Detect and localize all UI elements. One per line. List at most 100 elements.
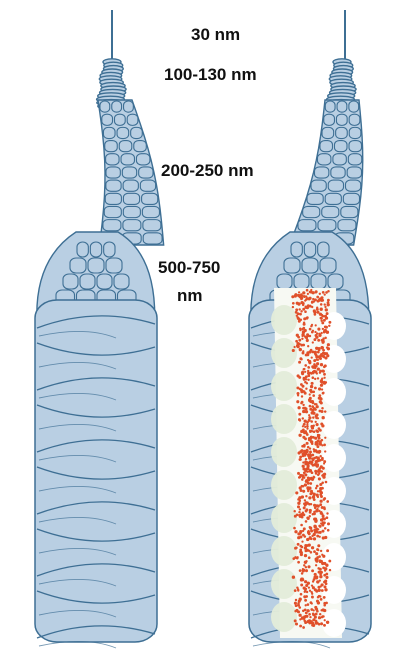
cap-loop <box>106 258 122 273</box>
cap-loop <box>318 242 329 257</box>
scaffold-dot <box>301 328 303 330</box>
scaffold-dot <box>295 311 298 314</box>
scaffold-dot <box>296 315 298 317</box>
fiber-loop <box>131 127 143 138</box>
scaffold-dot <box>296 400 299 403</box>
scaffold-dot <box>307 304 310 307</box>
scaffold-dot <box>304 426 306 428</box>
fiber-loop <box>320 141 333 152</box>
scaffold-dot <box>324 303 326 305</box>
scaffold-dot <box>323 624 326 627</box>
cut-loop-section <box>271 338 297 368</box>
scaffold-dot <box>302 436 305 439</box>
cut-loop-section <box>322 543 346 571</box>
scaffold-dot <box>312 622 315 625</box>
scaffold-dot <box>314 525 317 528</box>
scaffold-dot <box>311 569 314 572</box>
scaffold-dot <box>309 460 312 463</box>
scaffold-dot <box>312 390 315 393</box>
scaffold-dot <box>308 414 310 416</box>
scaffold-dot <box>315 487 317 489</box>
fiber-loop <box>103 220 121 231</box>
scaffold-dot <box>324 536 327 539</box>
cut-loop-section <box>322 609 346 637</box>
scaffold-dot <box>305 458 307 460</box>
scaffold-dot <box>315 576 318 579</box>
scaffold-dot <box>308 453 311 456</box>
cut-loop-section <box>271 305 297 335</box>
scaffold-dot <box>329 569 331 571</box>
scaffold-dot <box>323 517 326 520</box>
scaffold-dot <box>300 310 302 312</box>
scaffold-dot <box>299 450 302 453</box>
fiber-loop <box>115 114 126 125</box>
scaffold-dot <box>318 397 321 400</box>
scaffold-dot <box>303 506 306 509</box>
scaffold-dot <box>314 387 317 390</box>
scaffold-dot <box>304 499 306 501</box>
scaffold-dot <box>295 546 298 549</box>
scaffold-dot <box>306 449 309 452</box>
scaffold-dot <box>303 378 306 381</box>
scaffold-dot <box>321 615 324 618</box>
scaffold-dot <box>291 295 294 298</box>
fiber-loop <box>142 193 158 204</box>
scaffold-dot <box>316 442 319 445</box>
scaffold-dot <box>308 297 311 300</box>
scaffold-dot <box>321 439 324 442</box>
scaffold-dot <box>304 580 307 583</box>
fiber-loop <box>338 220 356 231</box>
cut-loop-section <box>322 411 346 439</box>
scaffold-dot <box>326 500 329 503</box>
scaffold-dot <box>310 390 313 393</box>
scaffold-dot <box>312 298 314 300</box>
scaffold-dot <box>306 538 309 541</box>
scaffold-dot <box>321 424 324 427</box>
scaffold-dot <box>311 356 313 358</box>
scaffold-dot <box>301 385 304 388</box>
fiber-loop <box>314 167 328 178</box>
fiber-loop <box>106 167 120 178</box>
scaffold-dot <box>316 296 319 299</box>
scaffold-dot <box>292 302 295 305</box>
fiber-loop <box>298 220 316 231</box>
scaffold-dot <box>324 306 326 308</box>
scaffold-dot <box>316 405 319 408</box>
cut-loop-section <box>271 470 297 500</box>
scaffold-dot <box>320 308 323 311</box>
scaffold-dot <box>308 366 311 369</box>
scaffold-dot <box>311 426 314 429</box>
scaffold-dot <box>321 482 324 485</box>
scaffold-dot <box>314 616 317 619</box>
scaffold-dot <box>315 460 318 463</box>
fiber-loop <box>106 180 121 191</box>
scaffold-dot <box>322 555 325 558</box>
scaffold-dot <box>303 432 306 435</box>
scaffold-dot <box>311 365 314 368</box>
scaffold-dot <box>302 610 305 613</box>
scaffold-dot <box>322 291 325 294</box>
scaffold-dot <box>305 595 308 598</box>
scaffold-dot <box>309 393 311 395</box>
scaffold-dot <box>319 595 321 597</box>
scaffold-dot <box>298 418 301 421</box>
fiber-loop <box>100 101 110 112</box>
scaffold-dot <box>314 520 317 523</box>
scaffold-dot <box>317 586 320 589</box>
scaffold-dot <box>327 529 330 532</box>
fiber-loop <box>331 167 345 178</box>
scaffold-dot <box>304 621 307 624</box>
scaffold-dot <box>321 457 324 460</box>
fiber-loop <box>143 220 161 231</box>
scaffold-dot <box>299 625 302 628</box>
scaffold-dot <box>315 334 318 337</box>
scaffold-dot <box>305 479 308 482</box>
scaffold-dot <box>321 407 324 410</box>
fiber-loop <box>121 154 134 165</box>
scaffold-dot <box>304 371 306 373</box>
scaffold-dot <box>320 353 323 356</box>
fiber-loop <box>127 114 138 125</box>
fiber-loop <box>122 167 136 178</box>
scaffold-dot <box>306 425 309 428</box>
scaffold-dot <box>309 405 312 408</box>
